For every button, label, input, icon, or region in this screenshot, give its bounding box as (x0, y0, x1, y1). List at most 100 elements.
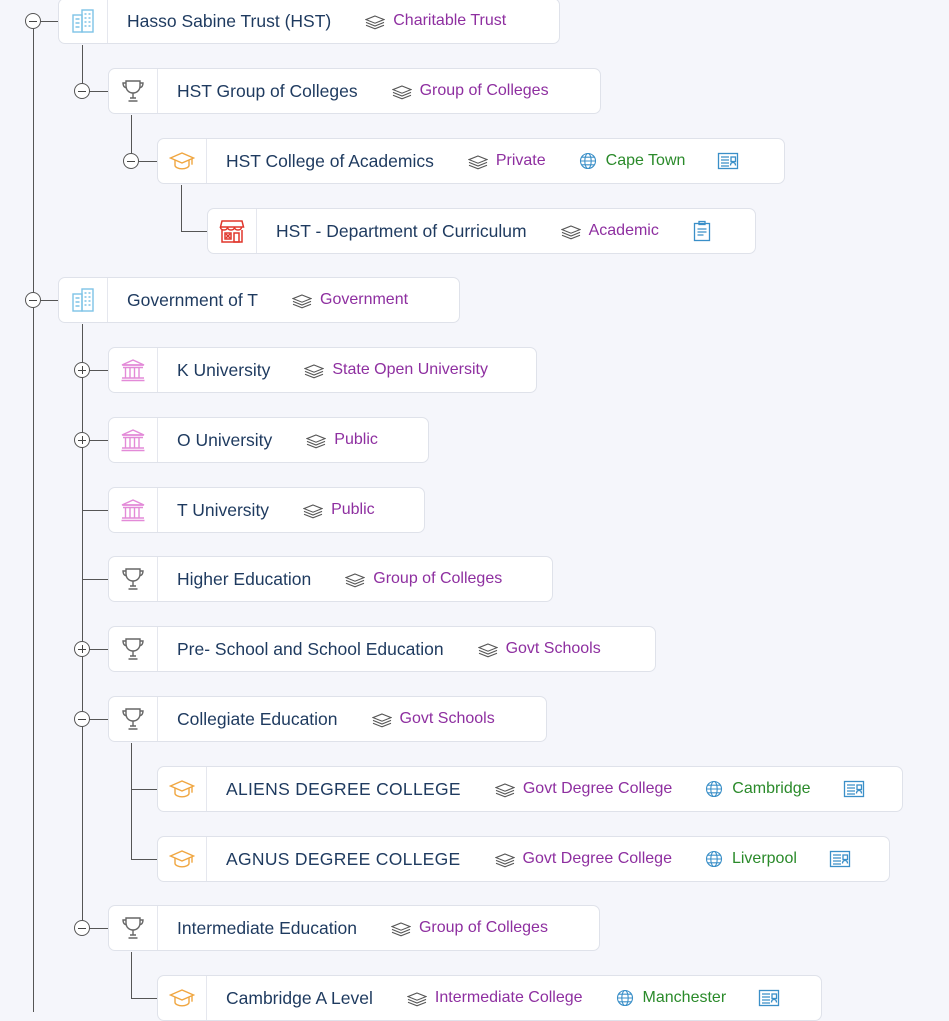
node-type-label: Govt Degree College (522, 850, 672, 867)
node-type-label: Govt Schools (399, 710, 495, 727)
node-type-label: Intermediate College (434, 989, 583, 1006)
node-card-hst-dept[interactable]: HST - Department of Curriculum Academic (207, 208, 756, 254)
layers-icon (406, 988, 435, 1008)
node-name: Pre- School and School Education (177, 638, 444, 659)
trophy-icon (109, 69, 158, 113)
tree-connector (33, 300, 59, 301)
trophy-icon (109, 697, 158, 741)
node-type-label: Group of Colleges (373, 570, 503, 587)
globe-icon (704, 849, 732, 869)
node-type-tag: Private (467, 151, 546, 171)
node-card-intermediate[interactable]: Intermediate Education Group of Colleges (108, 905, 600, 951)
expand-toggle-k-univ[interactable] (74, 362, 90, 378)
node-type-tag: Academic (560, 221, 659, 241)
node-city-label: Manchester (642, 989, 727, 1006)
node-name: T University (177, 499, 270, 520)
tree-connector (33, 21, 34, 1012)
node-type-label: Group of Colleges (418, 919, 548, 936)
layers-icon (477, 639, 506, 659)
node-name: O University (177, 429, 273, 450)
node-type-tag: Group of Colleges (345, 569, 502, 589)
graduation-cap-icon (158, 767, 207, 811)
layers-icon (494, 849, 523, 869)
graduation-cap-icon (158, 976, 207, 1020)
collapse-toggle-intermediate[interactable] (74, 920, 90, 936)
node-type-tag: Govt Schools (477, 639, 601, 659)
id-card-icon[interactable] (758, 987, 780, 1009)
graduation-cap-icon (158, 837, 207, 881)
node-name: AGNUS DEGREE COLLEGE (226, 848, 461, 869)
node-name: Higher Education (177, 568, 312, 589)
node-type-tag: Govt Degree College (494, 849, 672, 869)
layers-icon (365, 11, 393, 31)
tree-connector (82, 719, 109, 720)
node-type-label: Government (320, 291, 409, 308)
node-type-label: Charitable Trust (393, 12, 507, 29)
university-icon (109, 488, 158, 532)
id-card-icon[interactable] (843, 778, 865, 800)
expand-toggle-o-univ[interactable] (74, 432, 90, 448)
node-name: Collegiate Education (177, 708, 338, 729)
university-icon (109, 418, 158, 462)
node-card-cambridge-a[interactable]: Cambridge A Level Intermediate College Man… (157, 975, 822, 1021)
layers-icon (345, 569, 373, 589)
collapse-toggle-collegiate[interactable] (74, 711, 90, 727)
clipboard-icon[interactable] (691, 220, 713, 242)
trophy-icon (109, 906, 158, 950)
node-card-t-univ[interactable]: T University Public (108, 487, 425, 533)
node-name: HST - Department of Curriculum (276, 220, 527, 241)
tree-connector (82, 579, 109, 580)
university-icon (109, 348, 158, 392)
id-card-icon[interactable] (829, 848, 851, 870)
node-type-tag: Intermediate College (406, 988, 583, 1008)
node-card-o-univ[interactable]: O University Public (108, 417, 429, 463)
layers-icon (390, 918, 419, 938)
node-type-tag: Group of Colleges (391, 81, 549, 101)
tree-connector (131, 859, 158, 860)
node-card-agnus[interactable]: AGNUS DEGREE COLLEGE Govt Degree College L… (157, 836, 890, 882)
node-city-label: Liverpool (731, 850, 797, 867)
node-type-label: Govt Degree College (522, 780, 673, 797)
layers-icon (292, 290, 320, 310)
node-name: K University (177, 359, 271, 380)
node-card-pre-school[interactable]: Pre- School and School Education Govt Sch… (108, 626, 656, 672)
node-type-tag: Public (306, 430, 378, 450)
tree-connector (82, 370, 109, 371)
node-name: HST College of Academics (226, 150, 434, 171)
globe-icon (704, 779, 732, 799)
node-card-k-univ[interactable]: K University State Open University (108, 347, 537, 393)
node-name: Hasso Sabine Trust (HST) (127, 10, 332, 31)
node-name: Intermediate Education (177, 917, 357, 938)
collapse-toggle-hst-college[interactable] (123, 153, 139, 169)
node-card-hst[interactable]: Hasso Sabine Trust (HST) Charitable Trust (58, 0, 560, 44)
node-card-higher-ed[interactable]: Higher Education Group of Colleges (108, 556, 553, 602)
trophy-icon (109, 557, 158, 601)
store-icon (208, 209, 257, 253)
tree-connector (82, 45, 83, 91)
node-type-label: Public (334, 431, 378, 448)
tree-connector (131, 115, 132, 161)
tree-connector (181, 185, 182, 231)
collapse-toggle-hst-group[interactable] (74, 83, 90, 99)
node-city-label: Cambridge (732, 780, 811, 797)
node-type-label: Academic (588, 222, 659, 239)
tree-connector (82, 649, 109, 650)
collapse-toggle-gov-t[interactable] (25, 292, 41, 308)
node-type-label: Public (331, 501, 375, 518)
node-city-tag: Cambridge (704, 779, 811, 799)
node-name: Cambridge A Level (226, 987, 373, 1008)
expand-toggle-pre-school[interactable] (74, 641, 90, 657)
node-type-tag: Govt Degree College (494, 779, 673, 799)
node-type-tag: State Open University (304, 360, 488, 380)
layers-icon (306, 430, 334, 450)
node-card-collegiate[interactable]: Collegiate Education Govt Schools (108, 696, 547, 742)
tree-connector (82, 928, 109, 929)
tree-connector (131, 952, 132, 998)
id-card-icon[interactable] (717, 150, 739, 172)
collapse-toggle-hst[interactable] (25, 13, 41, 29)
node-type-tag: Public (303, 500, 375, 520)
